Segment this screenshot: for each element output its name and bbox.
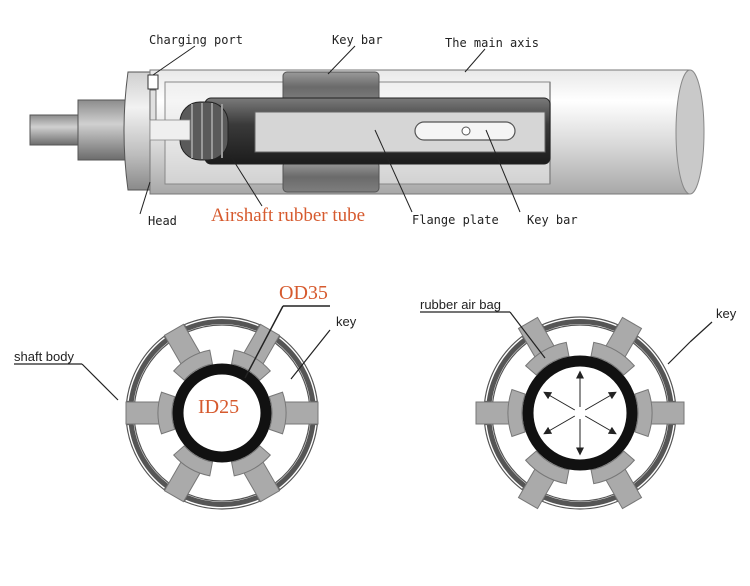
- rubber-tube-ring: [172, 363, 272, 463]
- pressure-arrow: [543, 391, 576, 411]
- label-flange-plate: Flange plate: [412, 213, 499, 227]
- shaft-body-edge: [633, 337, 674, 403]
- pressure-arrow: [543, 415, 576, 435]
- label-key-bar-top: Key bar: [332, 33, 383, 47]
- label-od35: OD35: [279, 282, 328, 304]
- shaft-body-edge: [185, 494, 259, 507]
- key-head: [524, 341, 570, 376]
- shaft-body-edge: [543, 318, 617, 332]
- label-id25: ID25: [198, 396, 239, 418]
- shaft-collar: [77, 99, 131, 161]
- key-head: [230, 445, 272, 477]
- shaft-stub: [29, 114, 83, 146]
- key-head: [524, 450, 570, 485]
- pressure-arrow: [584, 415, 617, 435]
- shaft-body-edge: [275, 337, 316, 403]
- label-airshaft-rubber-tube: Airshaft rubber tube: [211, 205, 365, 226]
- key-head: [590, 450, 636, 485]
- shaft-body-edge: [128, 423, 169, 489]
- key-head: [172, 349, 214, 381]
- shaft-body-edge: [128, 337, 169, 403]
- top-leader-lines: [139, 45, 521, 215]
- label-key-left: key: [336, 314, 357, 329]
- key-bar-block-bottom: [282, 161, 380, 193]
- label-shaft-body: shaft body: [14, 349, 74, 364]
- shaft-body-edge: [486, 337, 527, 403]
- shaft-body-edge: [275, 423, 316, 489]
- air-shaft-assembly: [29, 69, 705, 195]
- right-cross-section: [475, 316, 685, 510]
- pressure-arrow: [584, 391, 617, 411]
- shaft-body-edge: [185, 318, 259, 332]
- key-head: [172, 445, 214, 477]
- key-head: [157, 391, 176, 435]
- key-head: [507, 388, 526, 438]
- label-charging-port: Charging port: [149, 33, 243, 47]
- label-key-bar-bottom: Key bar: [527, 213, 578, 227]
- label-main-axis: The main axis: [445, 36, 539, 50]
- shaft-body-edge: [543, 494, 617, 507]
- key-head: [268, 391, 287, 435]
- main-axis-end: [675, 69, 705, 195]
- label-head: Head: [148, 214, 177, 228]
- rubber-tube-ring: [522, 355, 638, 471]
- shaft-body-edge: [486, 423, 527, 489]
- left-cross-section: [125, 316, 319, 510]
- shaft-body-edge: [633, 423, 674, 489]
- key-head: [590, 341, 636, 376]
- label-key-right: key: [716, 306, 737, 321]
- label-rubber-air-bag: rubber air bag: [420, 297, 501, 312]
- key-head: [634, 388, 653, 438]
